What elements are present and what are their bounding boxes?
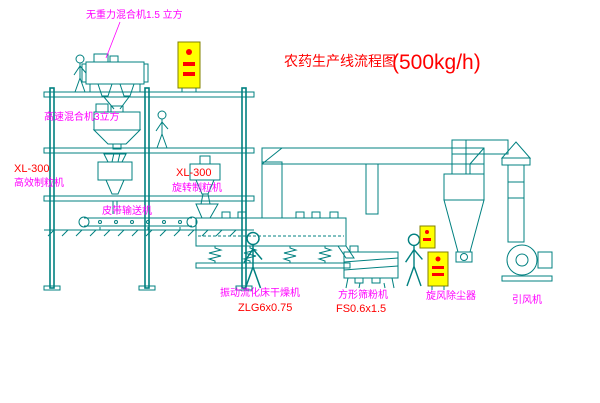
cyclone-separator bbox=[443, 139, 509, 263]
belt-conveyor bbox=[78, 216, 198, 230]
label-high-speed-mixer: 高速混合机3立方 bbox=[44, 110, 120, 123]
label-belt-conveyor: 皮带输送机 bbox=[102, 204, 152, 217]
label-granulator-left: 高效制粒机 bbox=[14, 176, 64, 189]
label-sifter: 方形筛粉机 bbox=[338, 288, 388, 301]
label-dryer: 振动流化床干燥机 bbox=[220, 286, 300, 299]
granulator-left bbox=[97, 153, 133, 214]
fluid-bed-dryer bbox=[195, 203, 355, 269]
diagram-title-capacity: (500kg/h) bbox=[392, 51, 481, 74]
gravity-mixer bbox=[81, 53, 149, 110]
high-speed-mixer bbox=[92, 103, 142, 163]
control-cabinet-top bbox=[177, 41, 201, 92]
label-fan: 引风机 bbox=[512, 293, 542, 306]
square-sifter bbox=[343, 245, 399, 289]
induced-draft-fan bbox=[501, 244, 553, 282]
label-sifter-model: FS0.6x1.5 bbox=[336, 303, 386, 315]
exhaust-duct bbox=[261, 147, 485, 219]
building-structure bbox=[43, 87, 255, 291]
exhaust-stack bbox=[500, 141, 532, 243]
label-cyclone: 旋风除尘器 bbox=[426, 289, 476, 302]
diagram-title: 农药生产线流程图 bbox=[284, 53, 396, 69]
label-leader-line bbox=[105, 21, 121, 59]
label-gravity-mixer: 无重力混合机1.5 立方 bbox=[86, 8, 183, 21]
control-cabinet-large bbox=[427, 251, 449, 290]
worker-figure bbox=[73, 54, 87, 93]
label-granulator-left-model: XL-300 bbox=[14, 163, 49, 175]
label-dryer-model: ZLG6x0.75 bbox=[238, 302, 292, 314]
control-cabinet-small bbox=[419, 225, 436, 249]
granulator-mid bbox=[189, 155, 221, 205]
worker-figures bbox=[73, 54, 424, 289]
label-granulator-mid: 旋转制粒机 bbox=[172, 181, 222, 194]
worker-figure bbox=[155, 110, 169, 149]
label-granulator-mid-model: XL-300 bbox=[176, 167, 211, 179]
